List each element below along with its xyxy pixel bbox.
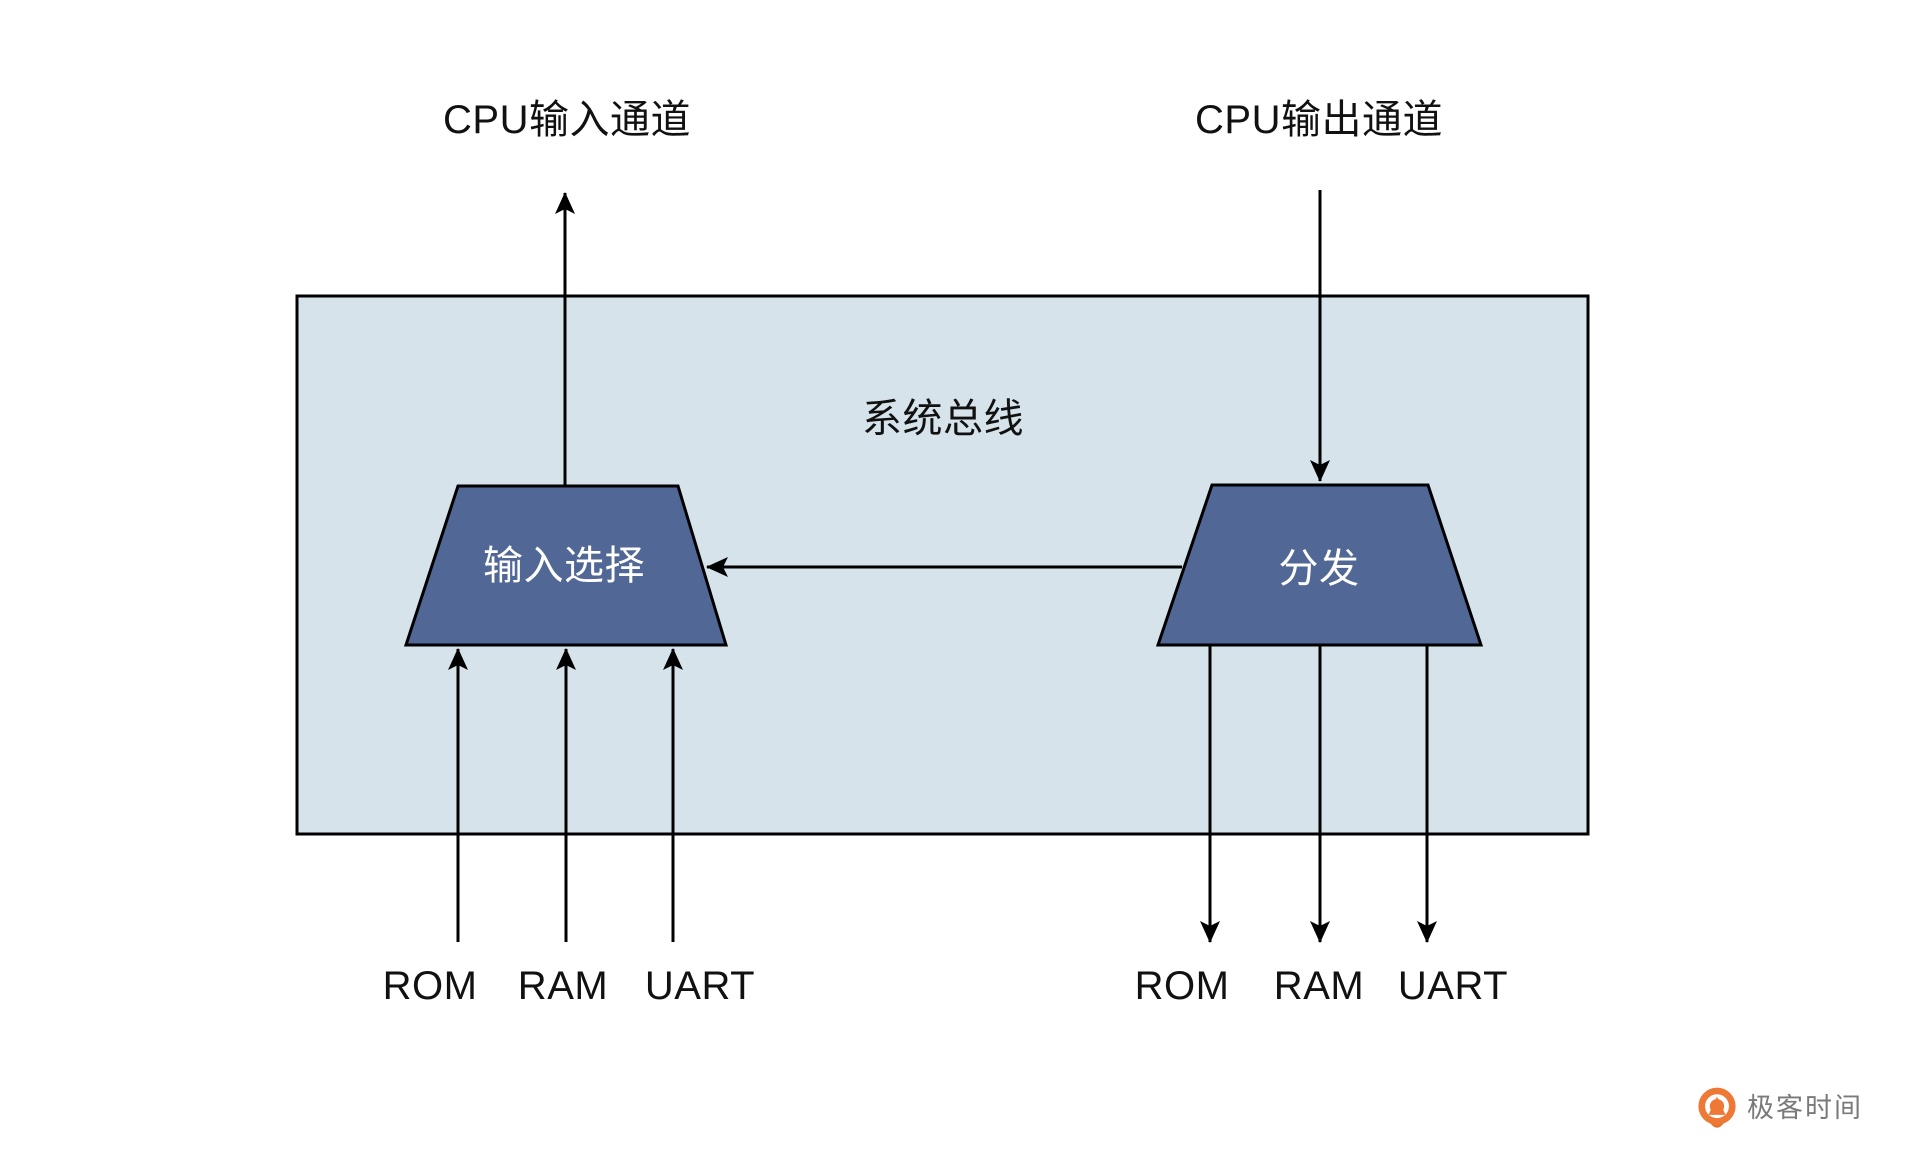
brand-name: 极客时间: [1747, 1092, 1863, 1123]
left-uart-label: UART: [644, 964, 756, 1008]
right-uart-label: UART: [1397, 964, 1509, 1008]
system-bus-label: 系统总线: [862, 397, 1024, 441]
left-rom-label: ROM: [382, 964, 478, 1008]
input-selector-node: [403, 484, 729, 647]
right-ram-label: RAM: [1273, 964, 1365, 1008]
input-selector-label: 输入选择: [483, 544, 645, 588]
right-rom-label: ROM: [1134, 964, 1230, 1008]
dispatcher-node: [1155, 483, 1484, 647]
left-ram-label: RAM: [517, 964, 609, 1008]
cpu-input-channel-label: CPU输入通道: [443, 98, 691, 142]
geektime-logo-icon: [1698, 1087, 1736, 1128]
cpu-output-channel-label: CPU输出通道: [1195, 98, 1443, 142]
dispatcher-label: 分发: [1278, 547, 1360, 591]
brand-watermark: 极客时间: [1696, 1086, 1863, 1136]
